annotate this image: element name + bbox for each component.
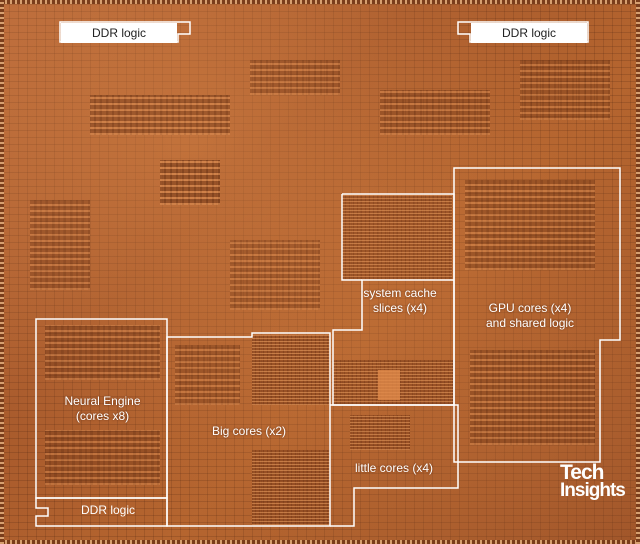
texture-block (250, 60, 340, 95)
pad-ring-bottom (0, 540, 640, 544)
pad-ring-top (0, 0, 640, 4)
big-cores-texture (175, 345, 240, 405)
logo-line-2: Insights (560, 480, 626, 501)
ddr-bottom-outline (35, 497, 168, 527)
texture-block (520, 60, 610, 120)
gpu-texture (465, 180, 595, 270)
neural-engine-label: Neural Engine (cores x8) (64, 394, 141, 423)
big-cores-texture (252, 450, 330, 525)
system-cache-texture (342, 195, 452, 280)
ddr-logic-label-top-left: DDR logic (61, 23, 177, 43)
ddr-logic-label-bottom: DDR logic (80, 503, 135, 517)
techinsights-logo: Tech Insights (560, 461, 632, 501)
neural-texture (45, 430, 160, 485)
system-cache-outline-left (341, 194, 362, 281)
gpu-outline (453, 167, 621, 463)
big-cores-texture (252, 335, 330, 405)
little-cores-label: little cores (x4) (354, 461, 434, 475)
system-cache-label: system cache slices (x4) (363, 286, 437, 315)
little-cores-texture (350, 415, 410, 450)
neural-texture (45, 325, 160, 380)
ddr-top-left-outline (59, 21, 191, 43)
big-cores-label: Big cores (x2) (211, 424, 287, 438)
texture-block (160, 160, 220, 205)
gpu-label: GPU cores (x4) and shared logic (485, 301, 575, 330)
pad-ring-left (0, 0, 4, 544)
texture-block (30, 200, 90, 290)
gpu-texture (470, 350, 595, 445)
ddr-logic-label-top-right: DDR logic (471, 23, 587, 43)
little-cores-outline (330, 404, 459, 527)
logo-line-1: Tech (560, 461, 604, 484)
texture-block (230, 240, 320, 310)
texture-block (90, 95, 230, 135)
ddr-top-right-outline (457, 21, 589, 43)
texture-block (380, 90, 490, 135)
cache-highlight (378, 370, 400, 400)
pad-ring-right (636, 0, 640, 544)
